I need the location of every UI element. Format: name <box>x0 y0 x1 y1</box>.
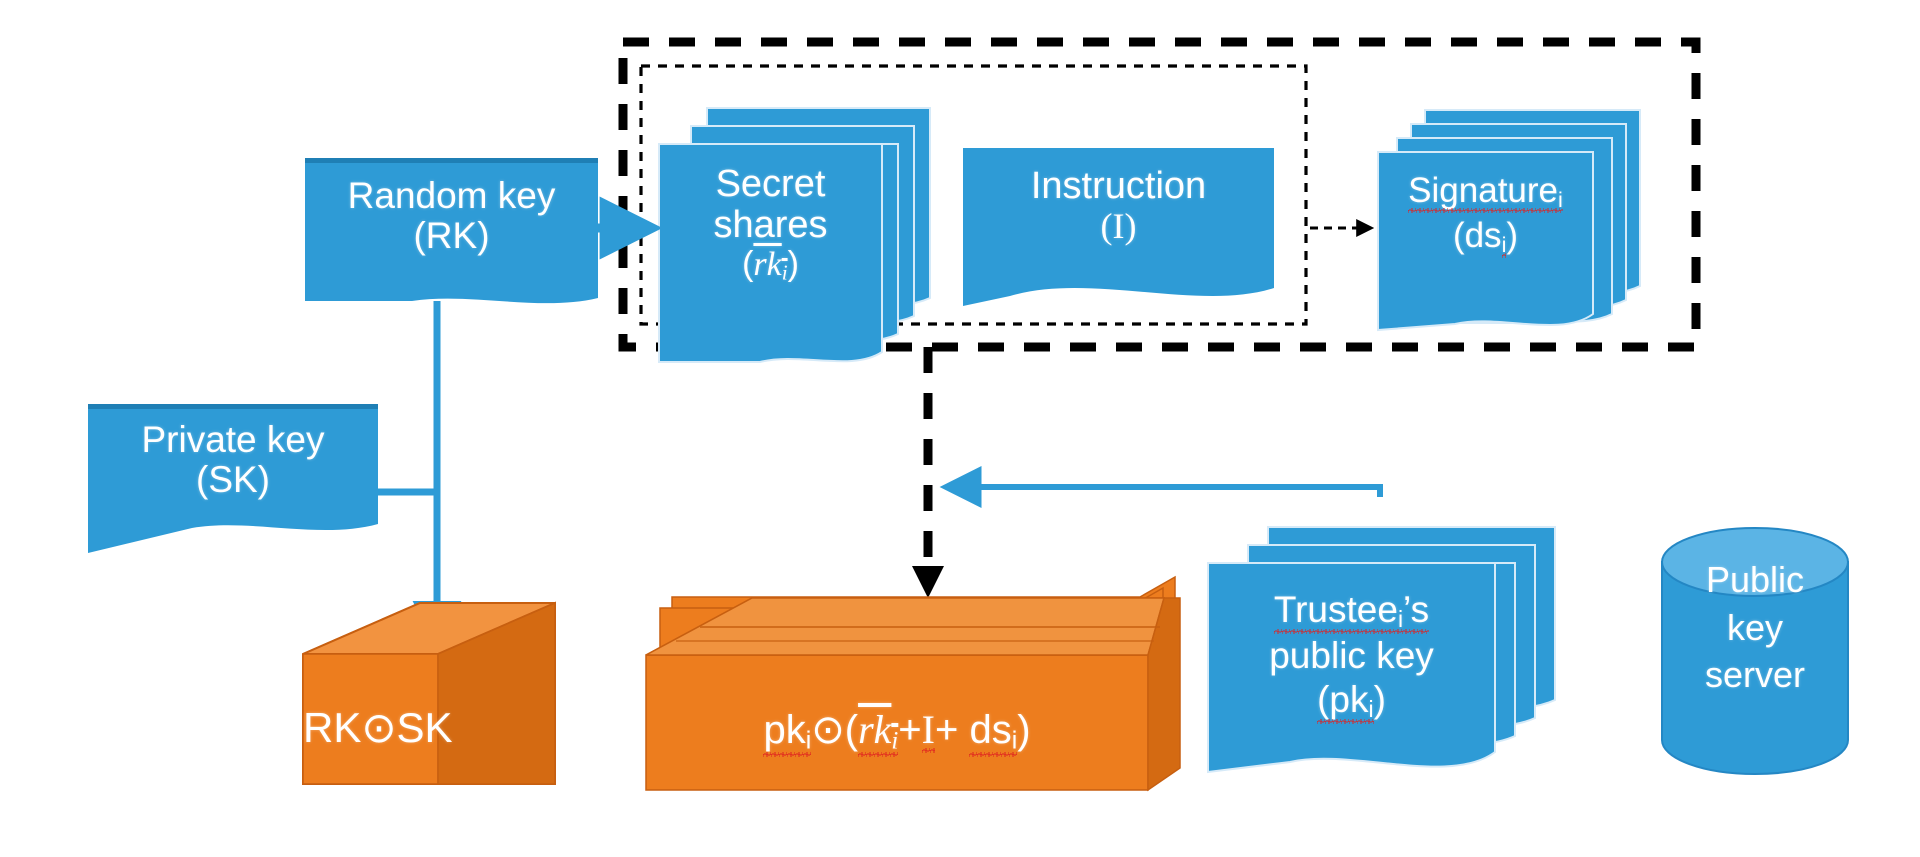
rk-sk-cube <box>302 601 556 785</box>
arrow-trustee-key-to-container-line <box>939 466 1383 508</box>
inner-dashed-boundary <box>639 64 1308 326</box>
private-key-doc <box>88 404 378 553</box>
combined-cube <box>645 575 1181 792</box>
public-key-server-cylinder <box>1661 527 1849 775</box>
signature-stack <box>1377 109 1641 332</box>
secret-shares-stack <box>658 107 931 363</box>
arrow-container-down-to-combined-cube <box>912 347 944 598</box>
trustee-public-key-stack <box>1207 526 1556 774</box>
instruction-doc <box>963 148 1274 306</box>
random-key-doc <box>305 158 598 304</box>
